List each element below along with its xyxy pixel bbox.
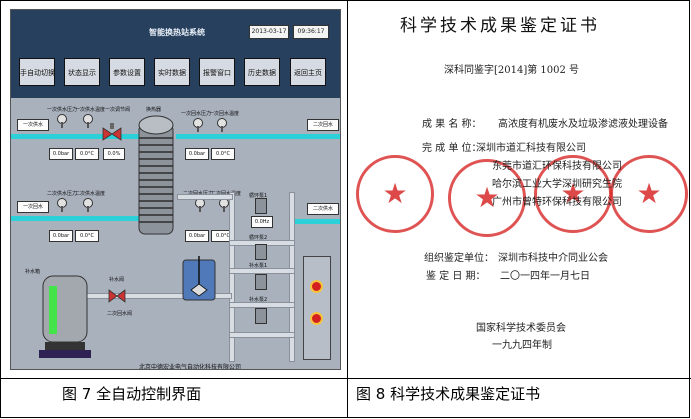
- scada-title: 智能换热站系统: [149, 28, 205, 37]
- pump-branch-4: [229, 332, 295, 338]
- tag-primary-return-pressure: 一次回水压力: [181, 111, 212, 117]
- certificate-image: 科学技术成果鉴定证书 深科同鉴字[2014]第 1002 号 ★ ★ ★ ★ 成…: [352, 3, 688, 375]
- organizer-label: 组织鉴定单位：: [424, 253, 494, 264]
- tag-makeup-pump-2: 补水泵2: [249, 297, 268, 303]
- menu-params-button[interactable]: 参数设置: [109, 58, 145, 86]
- star-icon: ★: [560, 177, 586, 210]
- primary-supply-pipe: [11, 134, 139, 139]
- alarm-light-icon[interactable]: [310, 280, 323, 293]
- secondary-header: [177, 194, 233, 200]
- star-icon: ★: [382, 177, 408, 210]
- tag-makeup-tank: 补水箱: [25, 269, 41, 275]
- achievement-name-value: 高浓度有机废水及垃圾渗滤液处理设备: [498, 119, 668, 130]
- gauge-stem: [61, 122, 63, 128]
- pipe-label-secondary-return: 二次回水: [307, 119, 339, 131]
- achievement-name-label: 成 果 名 称：: [422, 119, 482, 130]
- pump-branch-2: [229, 268, 295, 274]
- certificate-number: 深科同鉴字[2014]第 1002 号: [444, 65, 580, 76]
- gauge-stem: [221, 126, 223, 132]
- menu-auto-manual-button[interactable]: 手自动切换: [19, 58, 55, 86]
- tag-primary-valve: 一次调节阀: [105, 107, 131, 113]
- column-divider: [347, 0, 348, 418]
- control-interface-screenshot: 智能换热站系统 2013-03-17 09:36:17 手自动切换 状态显示 参…: [10, 9, 341, 370]
- red-seal-4: ★: [610, 155, 688, 233]
- menu-alarm-button[interactable]: 报警窗口: [199, 58, 235, 86]
- pipe-label-primary-return: 一次回水: [17, 201, 49, 213]
- gauge-stem: [197, 126, 199, 132]
- secondary-supply-pipe: [291, 219, 340, 224]
- figure-8-caption: 图 8 科学技术成果鉴定证书: [356, 385, 541, 403]
- tag-secondary-supply-pressure: 二次供水压力: [47, 191, 78, 197]
- tag-primary-return-temp: 一次回水温度: [209, 111, 240, 117]
- scada-time: 09:36:17: [293, 25, 329, 39]
- tag-makeup-valve: 补水阀: [109, 277, 125, 283]
- red-seal-2: ★: [448, 159, 526, 237]
- gauge-stem: [61, 206, 63, 212]
- secondary-riser-left: [229, 192, 235, 362]
- tag-primary-supply-temp: 一次供水温度: [75, 107, 106, 113]
- issue-year: 一九九四年制: [492, 340, 552, 351]
- primary-return-pipe: [11, 216, 139, 221]
- gauge-stem: [87, 206, 89, 212]
- caption-divider: [0, 378, 691, 379]
- completing-unit-4: 广州市曾特环保科技有限公司: [492, 197, 622, 208]
- completing-unit-2: 东莞市道汇环保科技有限公司: [492, 161, 622, 172]
- certificate-title: 科学技术成果鉴定证书: [400, 16, 600, 36]
- pump-branch-3: [229, 302, 295, 308]
- organizer-value: 深圳市科技中介同业公会: [498, 253, 608, 264]
- reading-pump-frequency: 0.0Hz: [251, 216, 273, 228]
- appraisal-date-label: 鉴 定 日 期：: [426, 271, 486, 282]
- reading-secondary-return-pressure: 0.0bar: [185, 230, 209, 242]
- secondary-riser-right: [289, 192, 295, 362]
- makeup-valve-icon[interactable]: [107, 286, 127, 306]
- alarm-panel: [303, 256, 331, 360]
- star-icon: ★: [636, 177, 662, 210]
- reading-primary-return-temp: 0.0°C: [211, 148, 235, 160]
- control-valve-icon[interactable]: [101, 123, 123, 145]
- tag-circulation-pump-2: 循环泵2: [249, 235, 268, 241]
- scada-footer-company: 北京中德宏业电气自动化科技有限公司: [139, 364, 242, 370]
- primary-supply-pipe-right: [176, 134, 340, 139]
- reading-valve-opening: 0.0%: [103, 148, 125, 160]
- tag-primary-supply-pressure: 一次供水压力: [47, 107, 78, 113]
- pump-icon[interactable]: [255, 198, 267, 214]
- star-icon: ★: [474, 181, 500, 214]
- reading-secondary-supply-pressure: 0.0bar: [49, 230, 73, 242]
- appraisal-date-value: 二〇一四年一月七日: [500, 271, 590, 282]
- gauge-stem: [199, 206, 201, 212]
- alarm-light-icon[interactable]: [310, 312, 323, 325]
- tag-secondary-supply-temp: 二次供水温度: [75, 191, 106, 197]
- reading-secondary-supply-temp: 0.0°C: [75, 230, 99, 242]
- menu-home-button[interactable]: 返回主页: [290, 58, 326, 86]
- red-seal-1: ★: [356, 155, 434, 233]
- tag-heat-exchanger: 换热器: [146, 107, 162, 113]
- menu-history-button[interactable]: 历史数据: [244, 58, 280, 86]
- pump-icon[interactable]: [255, 308, 267, 324]
- gauge-stem: [223, 206, 225, 212]
- menu-status-button[interactable]: 状态显示: [64, 58, 100, 86]
- completing-unit-1: 深圳市道汇科技有限公司: [476, 143, 586, 154]
- pipe-label-primary-supply: 一次供水: [17, 119, 49, 131]
- pump-icon[interactable]: [255, 274, 267, 290]
- scada-date: 2013-03-17: [249, 25, 289, 39]
- reading-primary-supply-pressure: 0.0bar: [49, 148, 73, 160]
- tag-circulation-pump-1: 循环泵1: [249, 193, 268, 199]
- pipe-label-secondary-supply: 二次供水: [307, 203, 339, 215]
- agitator-tank-icon: [182, 256, 216, 301]
- menu-realtime-button[interactable]: 实时数据: [154, 58, 190, 86]
- pump-icon[interactable]: [255, 244, 267, 260]
- tag-secondary-return-valve: 二次回水阀: [107, 311, 133, 317]
- gauge-stem: [87, 122, 89, 128]
- completing-unit-3: 哈尔滨工业大学深圳研究生院: [492, 179, 622, 190]
- completing-unit-label: 完 成 单 位：: [422, 143, 482, 154]
- heat-exchanger-icon: [138, 115, 174, 235]
- issuer-name: 国家科学技术委员会: [476, 323, 566, 334]
- figure-7-caption: 图 7 全自动控制界面: [62, 385, 202, 403]
- makeup-tank-icon: [39, 275, 91, 358]
- reading-primary-return-pressure: 0.0bar: [185, 148, 209, 160]
- tag-makeup-pump-1: 补水泵1: [249, 263, 268, 269]
- reading-primary-supply-temp: 0.0°C: [75, 148, 99, 160]
